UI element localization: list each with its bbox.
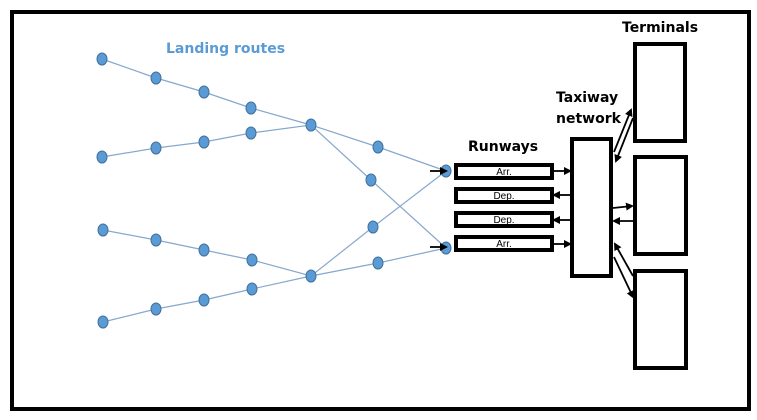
route-waypoint xyxy=(365,173,377,187)
terminal1-to-taxiway-arrow xyxy=(614,117,634,163)
taxiway-label-line1: Taxiway xyxy=(556,90,618,106)
route-waypoint xyxy=(198,243,210,257)
route-waypoint xyxy=(372,140,384,154)
route-waypoint xyxy=(97,223,109,237)
runway-2-label: Dep. xyxy=(493,191,514,202)
taxiway-to-terminal1-arrow xyxy=(613,108,633,153)
route-waypoint xyxy=(150,233,162,247)
terminal-1-box xyxy=(633,42,687,143)
route-waypoint xyxy=(440,241,452,255)
route-waypoint xyxy=(372,256,384,270)
route-waypoint xyxy=(96,150,108,164)
landing-routes xyxy=(101,58,447,323)
runway-3-label: Dep. xyxy=(493,215,514,226)
runway-4-label: Arr. xyxy=(496,239,512,250)
runway-4-box xyxy=(454,235,554,252)
route-waypoint xyxy=(367,220,379,234)
runway-group: Arr. Dep. Dep. Arr. xyxy=(454,163,554,252)
taxiway-to-terminal3-arrow xyxy=(613,256,635,299)
taxiway-network-box xyxy=(570,137,613,278)
route-waypoint xyxy=(198,135,210,149)
terminals-label: Terminals xyxy=(622,20,698,36)
route-waypoint xyxy=(246,253,258,267)
terminal-3-box xyxy=(633,269,688,370)
route-waypoint xyxy=(198,293,210,307)
diagram-frame xyxy=(10,10,751,411)
route-waypoint xyxy=(96,52,108,66)
runway-1-box xyxy=(454,163,554,180)
terminal3-to-taxiway-arrow xyxy=(614,242,634,277)
taxiway-to-terminal2-arrow xyxy=(612,202,634,211)
taxiway-label-line2: network xyxy=(556,111,622,127)
route-waypoint xyxy=(305,269,317,283)
landing-routes-label: Landing routes xyxy=(166,41,285,57)
route-waypoint xyxy=(150,71,162,85)
route-waypoint xyxy=(246,282,258,296)
route-waypoint xyxy=(245,101,257,115)
route-waypoint xyxy=(305,118,317,132)
route-waypoints xyxy=(96,52,452,329)
landing-route-3 xyxy=(102,170,447,277)
route-waypoint xyxy=(245,126,257,140)
runway-1-label: Arr. xyxy=(496,167,512,178)
route-waypoint xyxy=(198,85,210,99)
route-waypoint xyxy=(97,315,109,329)
runways-label: Runways xyxy=(468,139,538,155)
route-waypoint xyxy=(150,302,162,316)
route-waypoint xyxy=(150,141,162,155)
terminal-2-box xyxy=(633,155,688,256)
